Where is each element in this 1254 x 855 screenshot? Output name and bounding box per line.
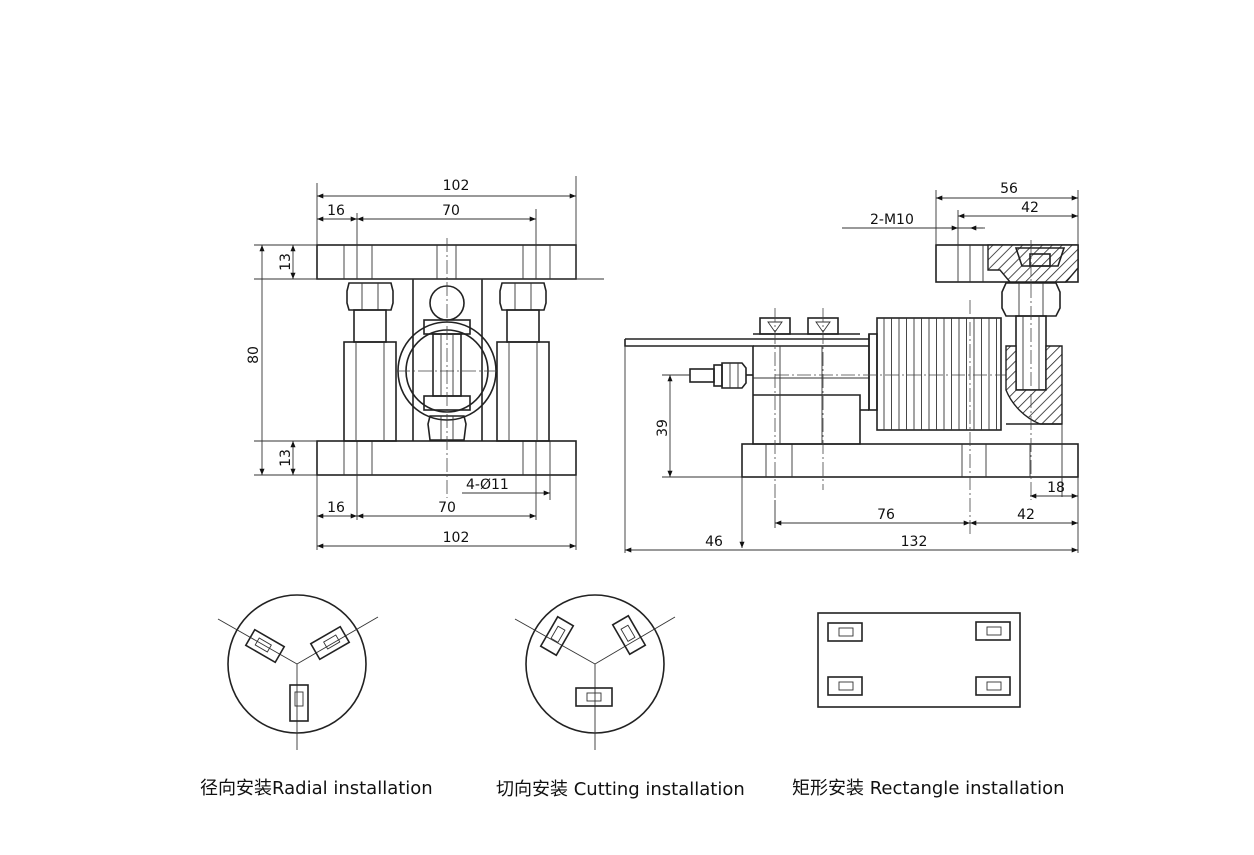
dim-side-right-small: 18 bbox=[1047, 480, 1065, 496]
cutting-sensor-bottom bbox=[575, 687, 613, 707]
dim-bottom-span: 70 bbox=[438, 500, 456, 516]
radial-sensor-right bbox=[309, 625, 351, 661]
rect-sensor-bottom-left bbox=[827, 676, 863, 696]
bottom-plate bbox=[316, 440, 577, 476]
cutting-installation-diagram bbox=[514, 594, 676, 750]
support-bolt bbox=[1001, 282, 1063, 425]
dim-side-top-overall: 56 bbox=[1000, 181, 1018, 197]
dim-side-overall: 132 bbox=[901, 534, 928, 550]
rect-sensor-bottom-right bbox=[975, 676, 1011, 696]
dim-plate-bottom: 13 bbox=[278, 449, 294, 467]
rect-sensor-top-left bbox=[827, 622, 863, 642]
screw-heads bbox=[753, 308, 860, 500]
dim-side-right: 42 bbox=[1017, 507, 1035, 523]
cable-gland bbox=[689, 362, 753, 389]
dim-thread: 2-M10 bbox=[870, 212, 914, 228]
left-column bbox=[343, 282, 397, 442]
caption-cutting: 切向安装 Cutting installation bbox=[496, 779, 745, 800]
side-view: 56 42 2-M10 39 18 76 42 46 132 bbox=[624, 181, 1079, 553]
dim-side-left: 46 bbox=[705, 534, 723, 550]
dim-top-overall: 102 bbox=[443, 178, 470, 194]
radial-sensor-bottom bbox=[289, 684, 309, 722]
caption-rectangle: 矩形安装 Rectangle installation bbox=[792, 778, 1065, 799]
caption-radial: 径向安装Radial installation bbox=[200, 778, 433, 799]
side-base-plate bbox=[741, 443, 1079, 478]
dim-top-left: 16 bbox=[327, 203, 345, 219]
radial-sensor-left bbox=[244, 628, 286, 664]
cutting-sensor-left bbox=[539, 615, 575, 657]
dim-top-span: 70 bbox=[442, 203, 460, 219]
dim-bottom-overall: 102 bbox=[443, 530, 470, 546]
rect-sensor-top-right bbox=[975, 621, 1011, 641]
dim-side-top-inner: 42 bbox=[1021, 200, 1039, 216]
dim-plate-top: 13 bbox=[278, 253, 294, 271]
dim-side-span: 76 bbox=[877, 507, 895, 523]
dim-side-height: 39 bbox=[655, 419, 671, 437]
radial-installation-diagram bbox=[217, 594, 379, 750]
top-bracket bbox=[935, 244, 1079, 283]
bellows bbox=[868, 317, 1002, 431]
cutting-sensor-right bbox=[611, 614, 647, 656]
rectangle-installation-diagram bbox=[817, 612, 1021, 708]
front-dimension-lines bbox=[254, 176, 604, 550]
plate-hole-lines bbox=[343, 245, 551, 475]
dim-height: 80 bbox=[246, 346, 262, 364]
right-column bbox=[496, 282, 550, 442]
dim-bottom-left: 16 bbox=[327, 500, 345, 516]
top-plate bbox=[316, 244, 577, 280]
side-dimension-lines bbox=[624, 190, 1079, 553]
dim-holes: 4-Ø11 bbox=[466, 477, 509, 493]
front-view: 102 16 70 13 80 13 4-Ø11 16 70 102 bbox=[246, 176, 604, 550]
